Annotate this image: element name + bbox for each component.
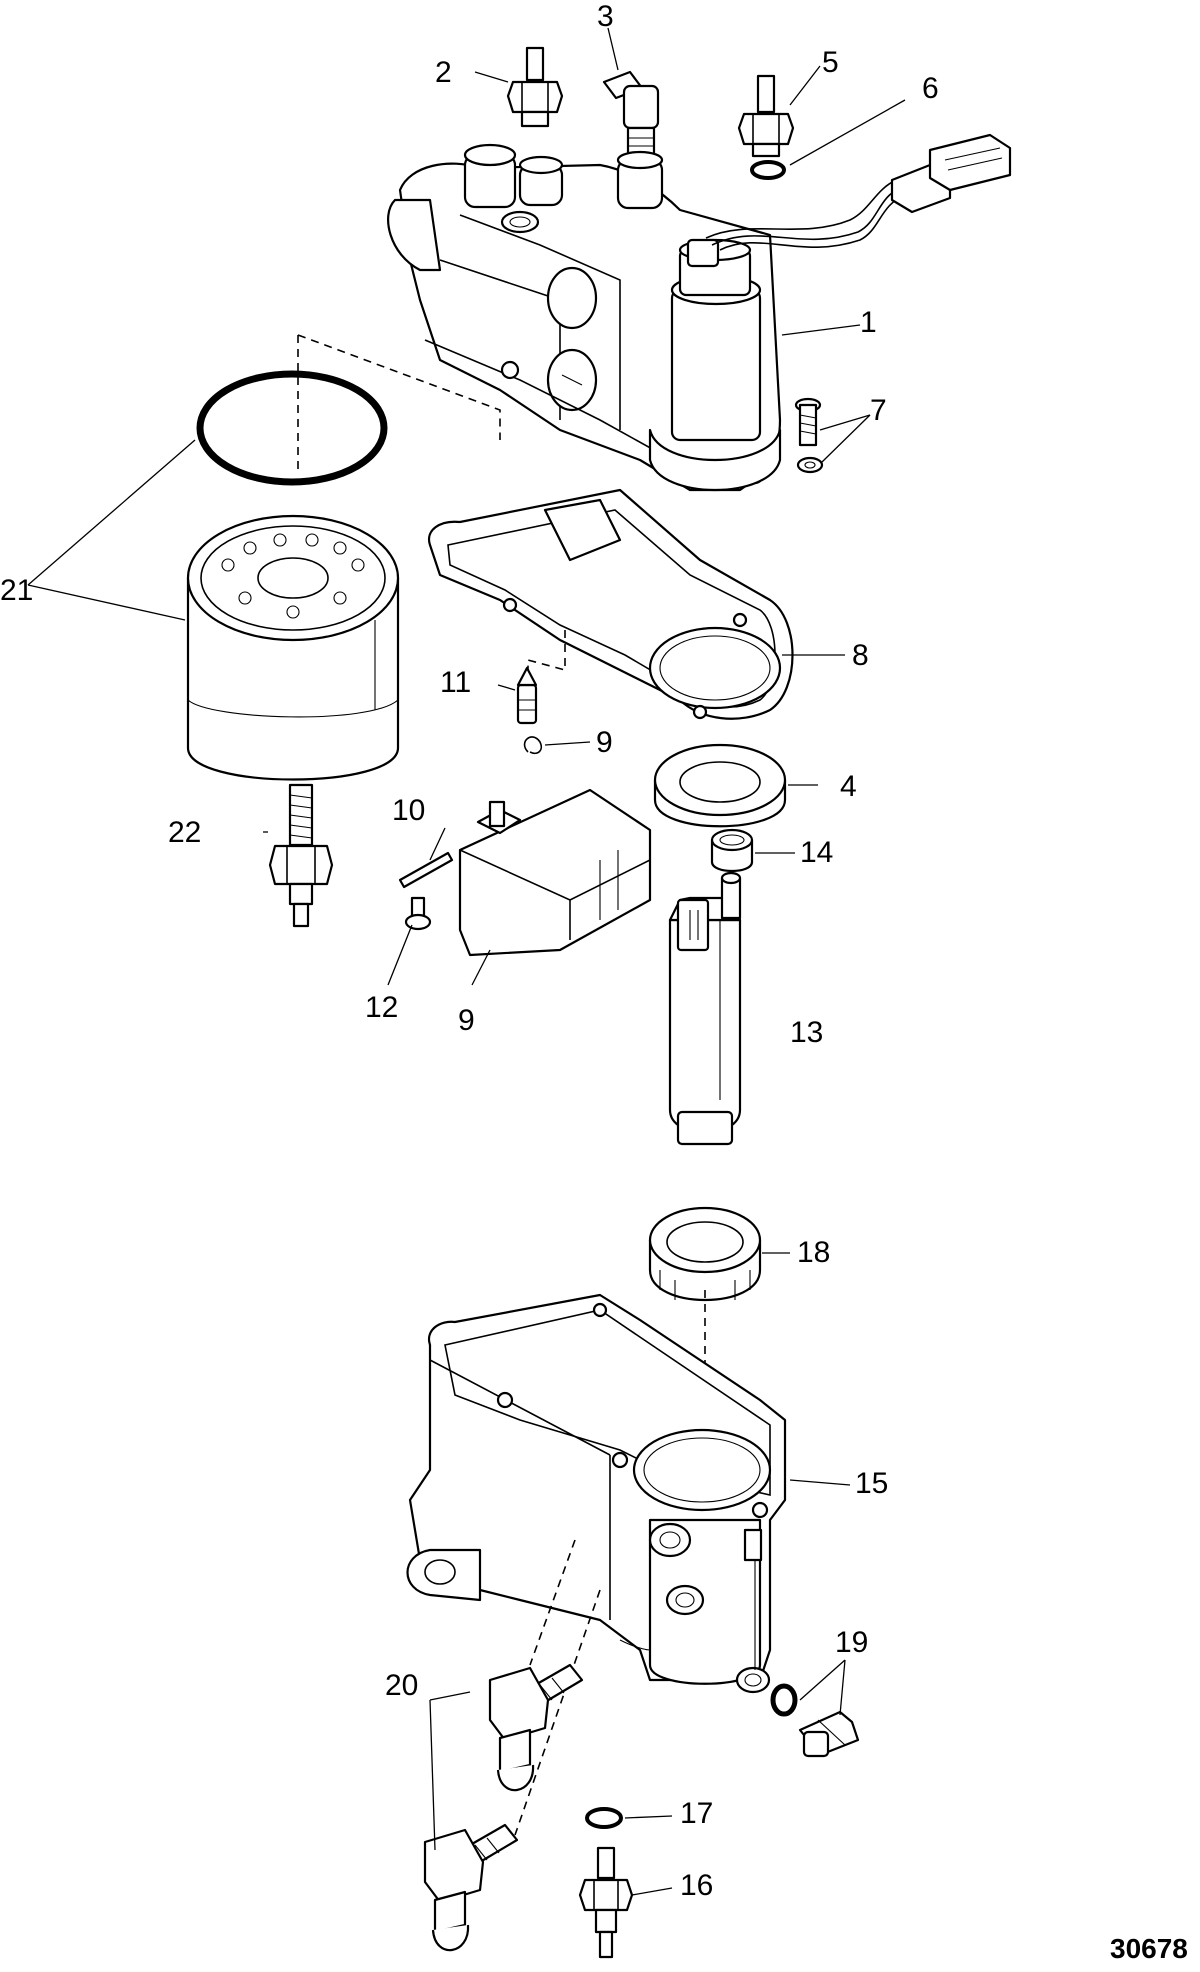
part-8-gasket — [427, 488, 794, 720]
callout-4: 4 — [840, 770, 857, 803]
alignment-line-filter — [297, 334, 501, 475]
callout-13: 13 — [790, 1016, 823, 1049]
part-5-fitting — [737, 74, 795, 158]
callout-14: 14 — [800, 836, 833, 869]
part-7-screw-washer — [794, 397, 824, 474]
callout-16: 16 — [680, 1869, 713, 1902]
part-18-retaining-ring — [648, 1206, 762, 1302]
callout-11: 11 — [440, 666, 471, 699]
part-17-o-ring — [585, 1807, 623, 1829]
callout-7: 7 — [870, 394, 887, 427]
callout-1: 1 — [860, 306, 877, 339]
part-16-fitting — [578, 1846, 634, 1959]
callout-15: 15 — [855, 1467, 888, 1500]
part-10-pin — [398, 851, 454, 889]
callout-2: 2 — [435, 56, 452, 89]
callout-19: 19 — [835, 1626, 868, 1659]
figure-number: 30678 — [1110, 1933, 1188, 1964]
part-6-o-ring — [750, 160, 786, 180]
callout-12: 12 — [365, 991, 398, 1024]
part-13-fuel-pump — [668, 871, 742, 1146]
part-3-elbow-fitting — [602, 70, 660, 160]
part-22-sensor — [268, 783, 334, 928]
part-20-fittings — [423, 1539, 601, 1952]
callout-5: 5 — [822, 46, 839, 79]
part-9-cover — [458, 788, 652, 957]
callout-9-clip: 9 — [596, 726, 613, 759]
part-4-seal — [653, 743, 787, 828]
callout-22: 22 — [168, 816, 201, 849]
part-15-reservoir — [406, 1293, 787, 1694]
part-1-housing — [387, 133, 1012, 492]
callout-20: 20 — [385, 1669, 418, 1702]
callout-17: 17 — [680, 1797, 713, 1830]
part-11-valve — [516, 666, 538, 725]
callout-9-cover: 9 — [458, 1004, 475, 1037]
part-19-plug — [770, 1683, 860, 1758]
callout-18: 18 — [797, 1236, 830, 1269]
part-2-fitting — [506, 46, 564, 128]
leader-lines — [27, 27, 906, 1896]
part-9-clip — [523, 736, 543, 755]
callout-8: 8 — [852, 639, 869, 672]
part-14-sleeve — [710, 828, 754, 873]
callout-21: 21 — [0, 574, 33, 607]
part-21-filter — [186, 370, 400, 781]
callout-3: 3 — [597, 0, 614, 33]
callout-10: 10 — [392, 794, 425, 827]
part-12-screw — [404, 896, 432, 931]
callout-6: 6 — [922, 72, 939, 105]
